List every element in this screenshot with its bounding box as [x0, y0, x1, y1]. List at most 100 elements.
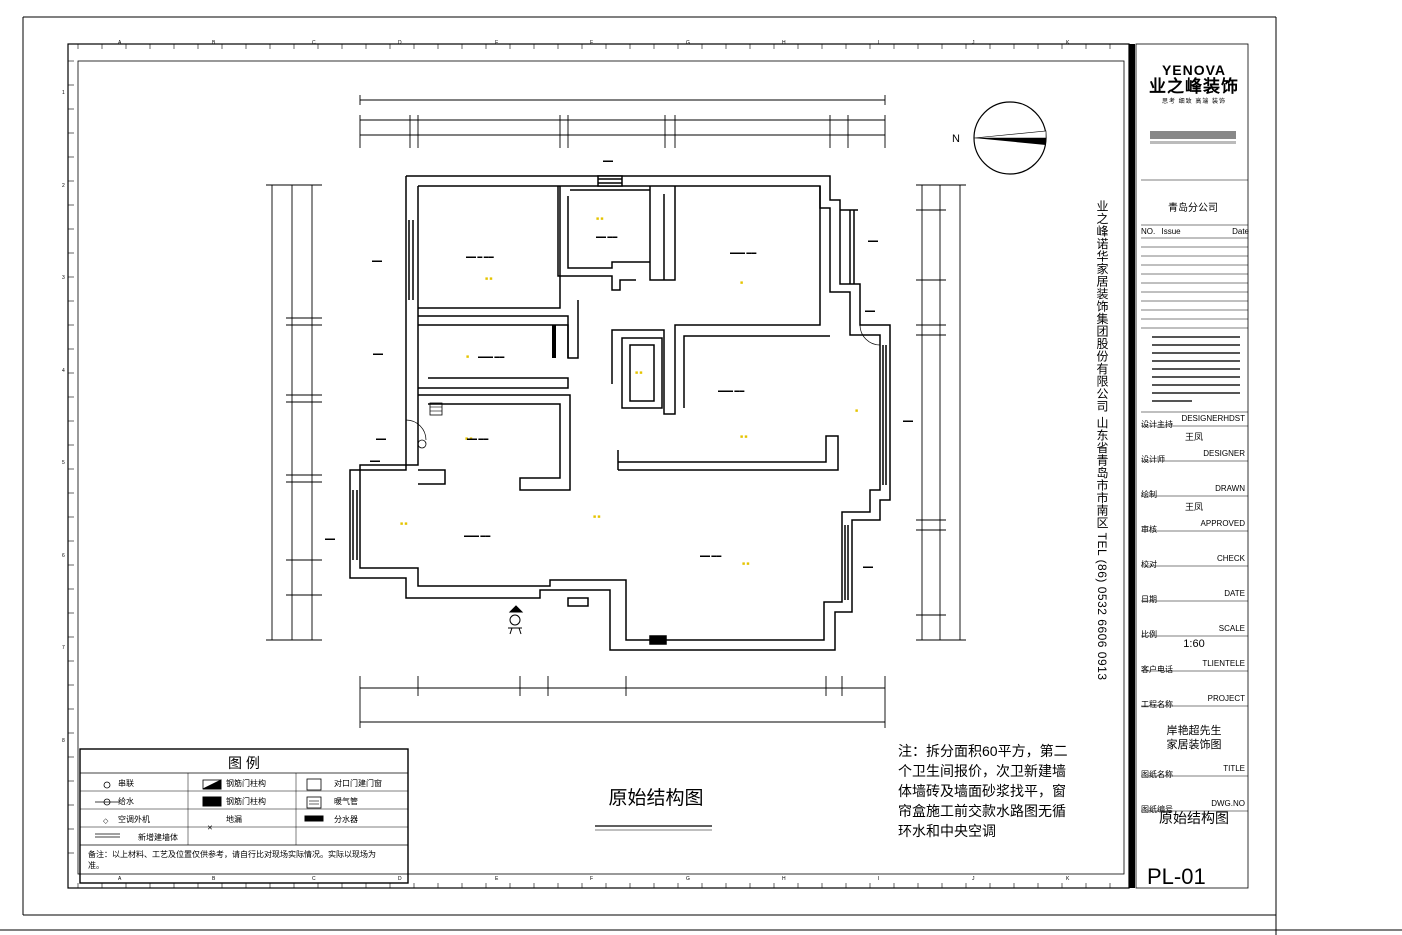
field-label-cn: 工程名称 — [1141, 700, 1173, 709]
legend-item-label: 对口门建门窗 — [334, 779, 382, 788]
legend-title: 图 例 — [228, 755, 260, 771]
construction-note: 注：拆分面积60平方，第二个卫生间报价，次卫新建墙体墙砖及墙面砂浆找平，窗帘盒施… — [898, 743, 1068, 839]
field-label-cn: 客户电话 — [1141, 665, 1173, 674]
dimension-lines-left — [266, 184, 322, 641]
frame-row-label: 3 — [62, 275, 65, 281]
legend-item-label: 暖气管 — [334, 797, 358, 806]
svg-text:▬▬ ▬▬: ▬▬ ▬▬ — [596, 234, 617, 240]
legend-item-label: 钢筋门柱构 — [226, 797, 266, 806]
legend-item-label: 分水器 — [334, 815, 358, 824]
field-label-cn: 设计师 — [1141, 455, 1165, 464]
field-label-cn: 绘制 — [1141, 490, 1157, 499]
legend-item-label: 给水 — [118, 797, 134, 806]
svg-text:▬▬: ▬▬ — [370, 458, 380, 464]
title-block-row: 工程名称 PROJECT — [1141, 694, 1251, 712]
svg-text:■ ■: ■ ■ — [465, 436, 472, 442]
svg-text:■ ■: ■ ■ — [593, 514, 600, 520]
svg-text:▬▬: ▬▬ — [372, 258, 382, 264]
frame-col-label: H — [782, 876, 786, 882]
dimension-lines-bottom — [359, 676, 886, 728]
legend-item-label: 钢筋门柱构 — [226, 779, 266, 788]
svg-text:▬▬: ▬▬ — [863, 564, 873, 570]
legend-item-label: 空调外机 — [118, 815, 150, 824]
field-label-cn: 设计主持 — [1141, 420, 1173, 429]
frame-col-label: I — [878, 876, 880, 882]
field-label-cn: 图纸名称 — [1141, 770, 1173, 779]
svg-text:■: ■ — [466, 354, 469, 360]
svg-text:▬▬ ▬ ▬▬: ▬▬ ▬ ▬▬ — [466, 254, 494, 260]
frame-col-label: E — [495, 876, 499, 882]
svg-text:▬▬▬ ▬▬: ▬▬▬ ▬▬ — [730, 250, 756, 256]
field-label-cn: 校对 — [1141, 560, 1157, 569]
legend-item-label: 新增建墙体 — [138, 833, 178, 842]
frame-col-label: J — [972, 40, 975, 46]
frame-col-label: D — [398, 40, 402, 46]
title-block-row: 校对 CHECK — [1141, 554, 1251, 572]
frame-col-label: B — [212, 40, 216, 46]
svg-text:▬▬▬ ▬▬: ▬▬▬ ▬▬ — [718, 388, 744, 394]
frame-col-label: I — [878, 40, 880, 46]
svg-text:▬▬▬ ▬▬: ▬▬▬ ▬▬ — [478, 354, 504, 360]
svg-text:◇: ◇ — [103, 818, 109, 825]
svg-text:✕: ✕ — [207, 825, 213, 832]
frame-col-label: A — [118, 40, 122, 46]
field-label-en: PROJECT — [1207, 694, 1245, 703]
frame-row-label: 6 — [62, 553, 65, 559]
frame-col-label: B — [212, 876, 216, 882]
svg-text:▬▬ ▬▬: ▬▬ ▬▬ — [700, 553, 721, 559]
field-label-cn: 图纸编号 — [1141, 805, 1173, 814]
drawing-number: PL-01 — [1147, 864, 1206, 889]
field-label-cn: 日期 — [1141, 595, 1157, 604]
svg-text:▬▬: ▬▬ — [373, 351, 383, 357]
title-block-row: 客户电话 TLIENTELE — [1141, 659, 1251, 677]
frame-row-label: 5 — [62, 460, 65, 466]
frame-col-label: G — [686, 40, 690, 46]
svg-text:■ ■: ■ ■ — [485, 276, 492, 282]
field-value: 1:60 — [1183, 638, 1205, 650]
svg-text:■: ■ — [740, 280, 743, 286]
company-address-vertical: 业之峰诺华家居装饰集团股份有限公司 山东省青岛市市南区 TEL (86) 053… — [1095, 200, 1109, 681]
brand-cn-name: 业之峰装饰 — [1149, 77, 1239, 96]
field-label-en: TITLE — [1223, 764, 1245, 773]
frame-row-label: 2 — [62, 183, 65, 189]
brand-slogan: 思考 细致 高端 装饰 — [1161, 99, 1226, 105]
field-value: 王凤 — [1184, 502, 1203, 512]
svg-text:■ ■: ■ ■ — [740, 434, 747, 440]
svg-text:▬▬: ▬▬ — [903, 418, 913, 424]
compass-north-label: N — [952, 133, 960, 145]
field-value: 岸艳超先生 家居装饰图 — [1166, 725, 1222, 751]
frame-col-label: J — [972, 876, 975, 882]
dimension-lines-right — [916, 184, 966, 641]
issue-header: NO. Issue Date — [1141, 227, 1249, 236]
frame-col-label: K — [1066, 876, 1070, 882]
field-label-en: DRAWN — [1215, 484, 1245, 493]
legend-item-label: 串联 — [118, 779, 134, 788]
svg-text:▬▬: ▬▬ — [376, 436, 386, 442]
north-compass: N — [952, 101, 1047, 175]
field-label-en: CHECK — [1216, 554, 1245, 563]
svg-text:▬▬▬ ▬▬: ▬▬▬ ▬▬ — [464, 533, 490, 539]
svg-text:■: ■ — [855, 408, 858, 414]
legend-item-label: 地漏 — [226, 815, 242, 824]
field-label-en: TLIENTELE — [1202, 659, 1245, 668]
svg-text:▬▬: ▬▬ — [325, 536, 335, 542]
field-label-en: DESIGNER — [1203, 449, 1245, 458]
svg-text:■ ■: ■ ■ — [400, 521, 407, 527]
frame-col-label: D — [398, 876, 402, 882]
drawing-title: 原始结构图 — [608, 788, 704, 809]
svg-text:▬▬: ▬▬ — [865, 308, 875, 314]
title-block-row: 设计主持 DESIGNERHDST — [1141, 414, 1251, 432]
frame-row-label: 7 — [62, 645, 65, 651]
floor-plan — [349, 175, 891, 651]
svg-text:■ ■: ■ ■ — [635, 370, 642, 376]
frame-col-label: K — [1066, 40, 1070, 46]
frame-col-label: F — [590, 40, 594, 46]
frame-col-label: E — [495, 40, 499, 46]
frame-col-label: G — [686, 876, 690, 882]
field-label-en: DESIGNERHDST — [1181, 414, 1245, 423]
title-block-row: 图纸名称 TITLE — [1141, 764, 1251, 782]
legend-box: ◇ ✕ — [79, 748, 409, 884]
